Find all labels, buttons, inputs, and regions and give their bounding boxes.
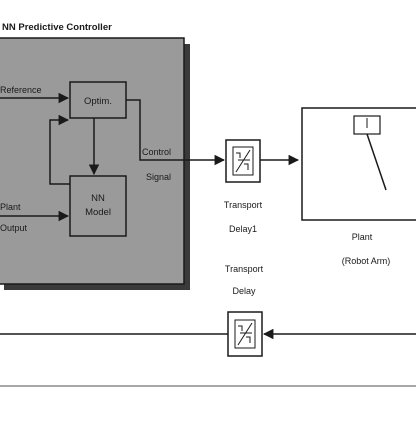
transport-delay-label-line2: Delay xyxy=(232,286,256,296)
delay-icon xyxy=(232,146,254,176)
optim-label: Optim. xyxy=(84,96,112,107)
control-signal-internal-line xyxy=(126,99,184,161)
nn-model-label-line1: NN xyxy=(91,193,105,204)
transport-delay1-label-line1: Transport xyxy=(224,200,263,210)
nn-model-block[interactable] xyxy=(69,175,127,237)
nn-model-label-line2: Model xyxy=(85,207,111,218)
model-feedback-line xyxy=(49,114,70,185)
plant-label-line2: (Robot Arm) xyxy=(342,256,391,266)
control-signal-label-line2: Signal xyxy=(146,172,171,182)
controller-title: NN Predictive Controller xyxy=(2,22,112,33)
delay-icon xyxy=(234,319,256,349)
optim-block[interactable] xyxy=(69,81,127,119)
transport-delay-label-line1: Transport xyxy=(225,264,264,274)
robot-arm-icon xyxy=(353,115,387,191)
plant-output-label-line2: Output xyxy=(0,223,28,233)
reference-label: Reference xyxy=(0,85,42,95)
control-signal-label-line1: Control xyxy=(142,147,171,157)
plant-label-line1: Plant xyxy=(352,232,373,242)
plant-output-label-line1: Plant xyxy=(0,202,21,212)
nn-predictive-controller-block[interactable] xyxy=(0,37,185,285)
transport-delay1-label-line2: Delay1 xyxy=(229,224,257,234)
